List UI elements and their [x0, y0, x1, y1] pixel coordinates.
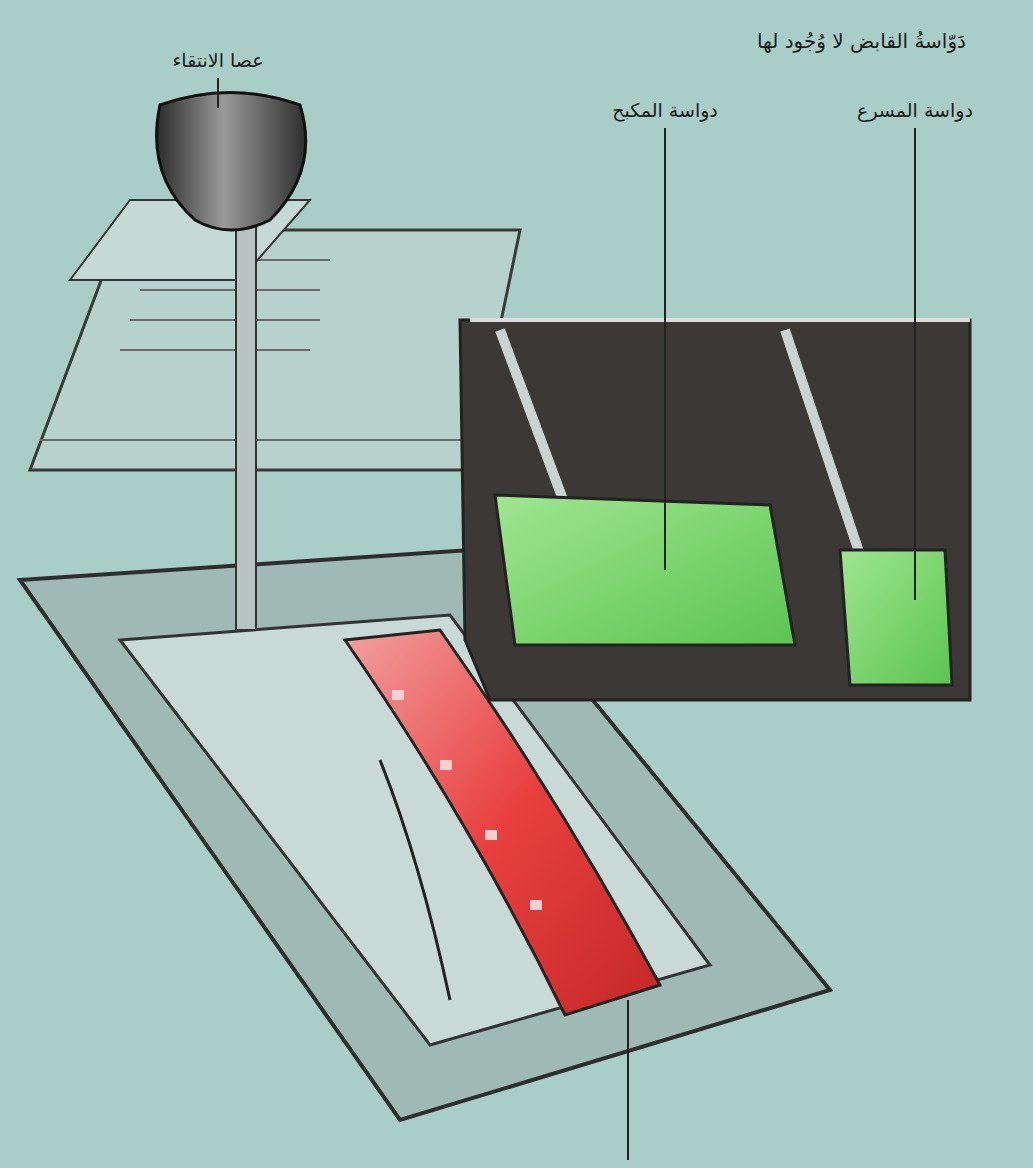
- leader-lines: [218, 78, 915, 1160]
- selector-lever: [236, 180, 256, 630]
- gear-marks: [392, 690, 542, 910]
- brake-arm: [500, 330, 565, 505]
- accelerator-arm: [785, 330, 860, 555]
- well-edge: [470, 318, 970, 322]
- part-label: دواسة المسرع: [853, 98, 977, 122]
- note-label: دَوّاسةُ القابض لا وُجُود لها: [753, 28, 970, 54]
- lever-knob: [157, 93, 306, 231]
- pedal-well: [460, 320, 970, 700]
- part-label: دواسة المكبح: [608, 98, 722, 122]
- part-label: عصا الانتقاء: [168, 48, 267, 72]
- accelerator-pedal: [840, 550, 952, 685]
- tray-line: [380, 760, 450, 1000]
- brake-pedal: [495, 495, 795, 645]
